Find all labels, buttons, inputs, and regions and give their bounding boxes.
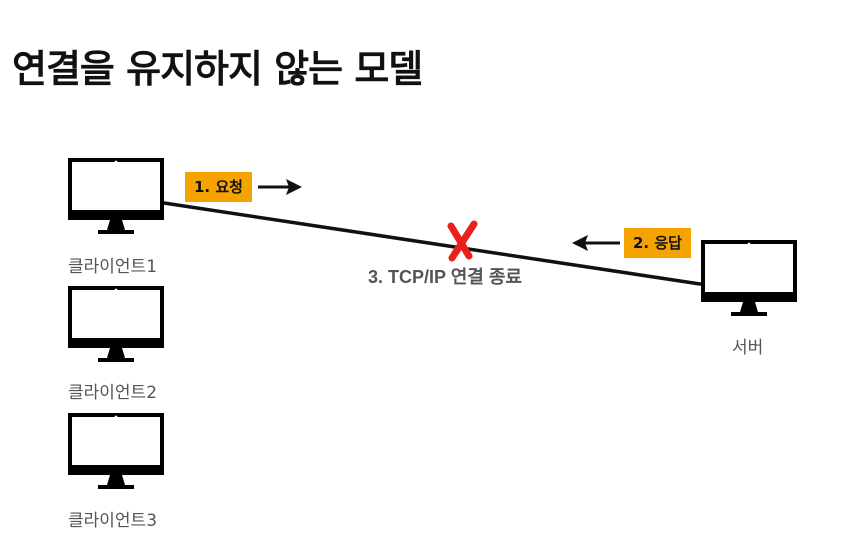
server-monitor-icon	[701, 240, 797, 316]
client-1-label: 클라이언트1	[68, 257, 158, 277]
client-2-monitor-icon	[68, 286, 164, 362]
response-tag: 2. 응답	[624, 228, 691, 258]
client-2-label: 클라이언트2	[68, 383, 158, 403]
request-tag: 1. 요청	[185, 172, 252, 202]
server-label: 서버	[732, 338, 764, 358]
connection-line	[162, 201, 702, 286]
request-arrow	[258, 179, 302, 195]
response-arrow	[572, 235, 620, 251]
client-3-monitor-icon	[68, 413, 164, 489]
page-title: 연결을 유지하지 않는 모델	[12, 47, 423, 91]
client-3-label: 클라이언트3	[68, 511, 158, 531]
client-1-monitor-icon	[68, 158, 164, 234]
connection-close-label: 3. TCP/IP 연결 종료	[368, 267, 522, 287]
x-mark-icon	[447, 220, 478, 262]
